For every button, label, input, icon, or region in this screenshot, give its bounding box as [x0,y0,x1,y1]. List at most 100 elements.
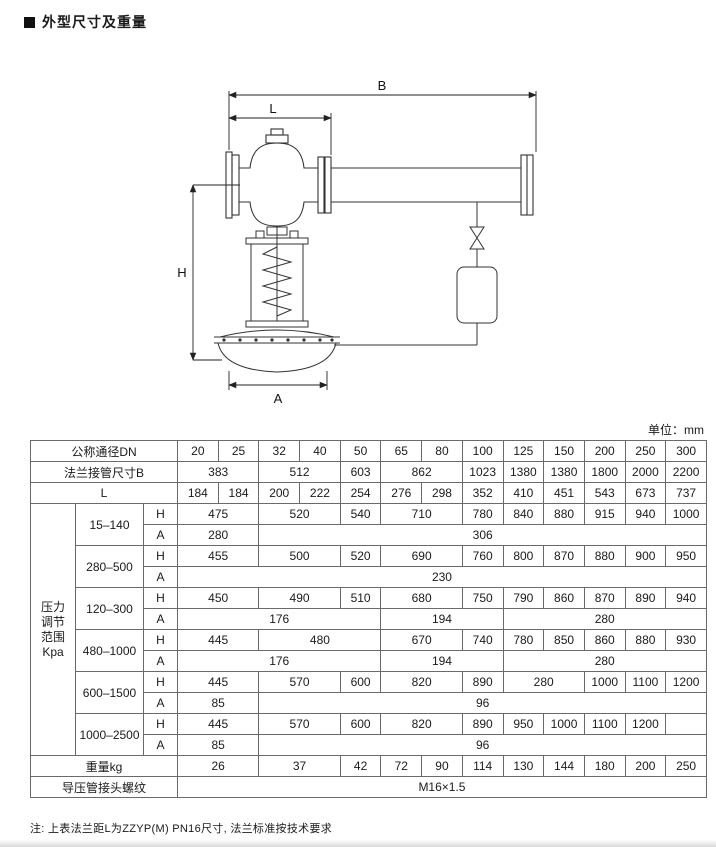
unit-label: 单位：mm [648,423,704,437]
valve-drawing-svg: B L H A [177,78,537,406]
b-value: 1380 [502,461,545,483]
h-value: 890 [461,671,504,693]
h-value: 670 [380,629,463,651]
sub-row-h-label: H [143,713,178,735]
h-value: 1000 [543,713,585,735]
footnote: 注: 上表法兰距L为ZZYP(M) PN16尺寸, 法兰标准按技术要求 [30,823,333,835]
sub-row-a-label: A [143,692,178,714]
h-value: 880 [583,545,626,567]
sub-row-h-label: H [143,671,178,693]
b-value: 383 [176,461,260,483]
pressure-label-line: 压力 [40,599,65,614]
dim-b-label: B [378,78,387,93]
dn-value: 300 [665,440,707,462]
h-value: 500 [258,545,341,567]
a-value: 306 [258,524,707,546]
a-value: 194 [380,608,504,630]
weight-value: 90 [421,755,463,777]
b-value: 1800 [583,461,626,483]
a-value: 85 [176,692,260,714]
h-value: 760 [461,545,504,567]
h-value: 740 [461,629,504,651]
row-label-l: L [30,482,178,504]
a-value: 194 [380,650,504,672]
l-value: 184 [177,482,219,504]
flange-bolts [222,338,334,342]
a-value: 96 [258,692,707,714]
h-value: 280 [502,671,585,693]
h-value: 680 [380,587,463,609]
h-value: 570 [258,713,341,735]
h-value: 490 [258,587,341,609]
b-value: 1380 [543,461,585,483]
h-value: 870 [583,587,626,609]
b-value: 2200 [665,461,707,483]
h-value: 1000 [665,503,707,525]
l-value: 254 [339,482,382,504]
b-value: 512 [258,461,341,483]
weight-value: 250 [665,755,707,777]
sub-row-h-label: H [143,503,178,525]
dn-value: 125 [502,440,545,462]
h-value: 790 [502,587,545,609]
h-value: 880 [543,503,585,525]
h-value: 900 [624,545,667,567]
h-value: 860 [583,629,626,651]
row-label-dn: 公称通径DN [30,440,178,462]
l-value: 451 [543,482,585,504]
h-value: 780 [461,503,504,525]
row-label-weight: 重量kg [30,755,178,777]
weight-value: 180 [583,755,626,777]
page-title: 外型尺寸及重量 [42,14,147,30]
dimension-l [228,113,332,155]
dn-value: 20 [177,440,219,462]
h-value: 870 [543,545,585,567]
range-label: 280–500 [75,545,144,588]
h-value: 915 [583,503,626,525]
row-label-flange-b: 法兰接管尺寸B [30,461,178,483]
l-value: 737 [665,482,707,504]
a-value: 280 [502,650,707,672]
range-label: 480–1000 [75,629,144,672]
b-value: 1023 [461,461,504,483]
weight-value: 130 [502,755,545,777]
b-value: 2000 [624,461,667,483]
dn-value: 250 [624,440,667,462]
diaphragm-chamber-group [214,329,340,373]
dn-value: 100 [461,440,504,462]
weight-value: 37 [258,755,341,777]
h-value: 520 [339,545,382,567]
h-value: 445 [176,671,260,693]
h-value: 750 [461,587,504,609]
h-value: 570 [258,671,341,693]
weight-value: 26 [176,755,260,777]
spring-actuator-group [245,226,309,328]
l-value: 184 [217,482,260,504]
a-value: 280 [502,608,707,630]
sub-row-a-label: A [143,734,178,756]
h-value: 950 [502,713,545,735]
sub-row-h-label: H [143,629,178,651]
weight-value: 144 [543,755,585,777]
h-value: 475 [176,503,260,525]
h-value: 520 [258,503,341,525]
page-title-row: 外型尺寸及重量 [24,12,147,32]
h-value: 1200 [624,713,667,735]
dn-value: 32 [258,440,301,462]
h-value: 1200 [665,671,707,693]
dn-value: 200 [583,440,626,462]
a-value: 280 [176,524,260,546]
h-value: 800 [502,545,545,567]
sub-row-a-label: A [143,608,178,630]
h-value: 820 [380,713,463,735]
pressure-label-line: 调节 [40,614,65,629]
